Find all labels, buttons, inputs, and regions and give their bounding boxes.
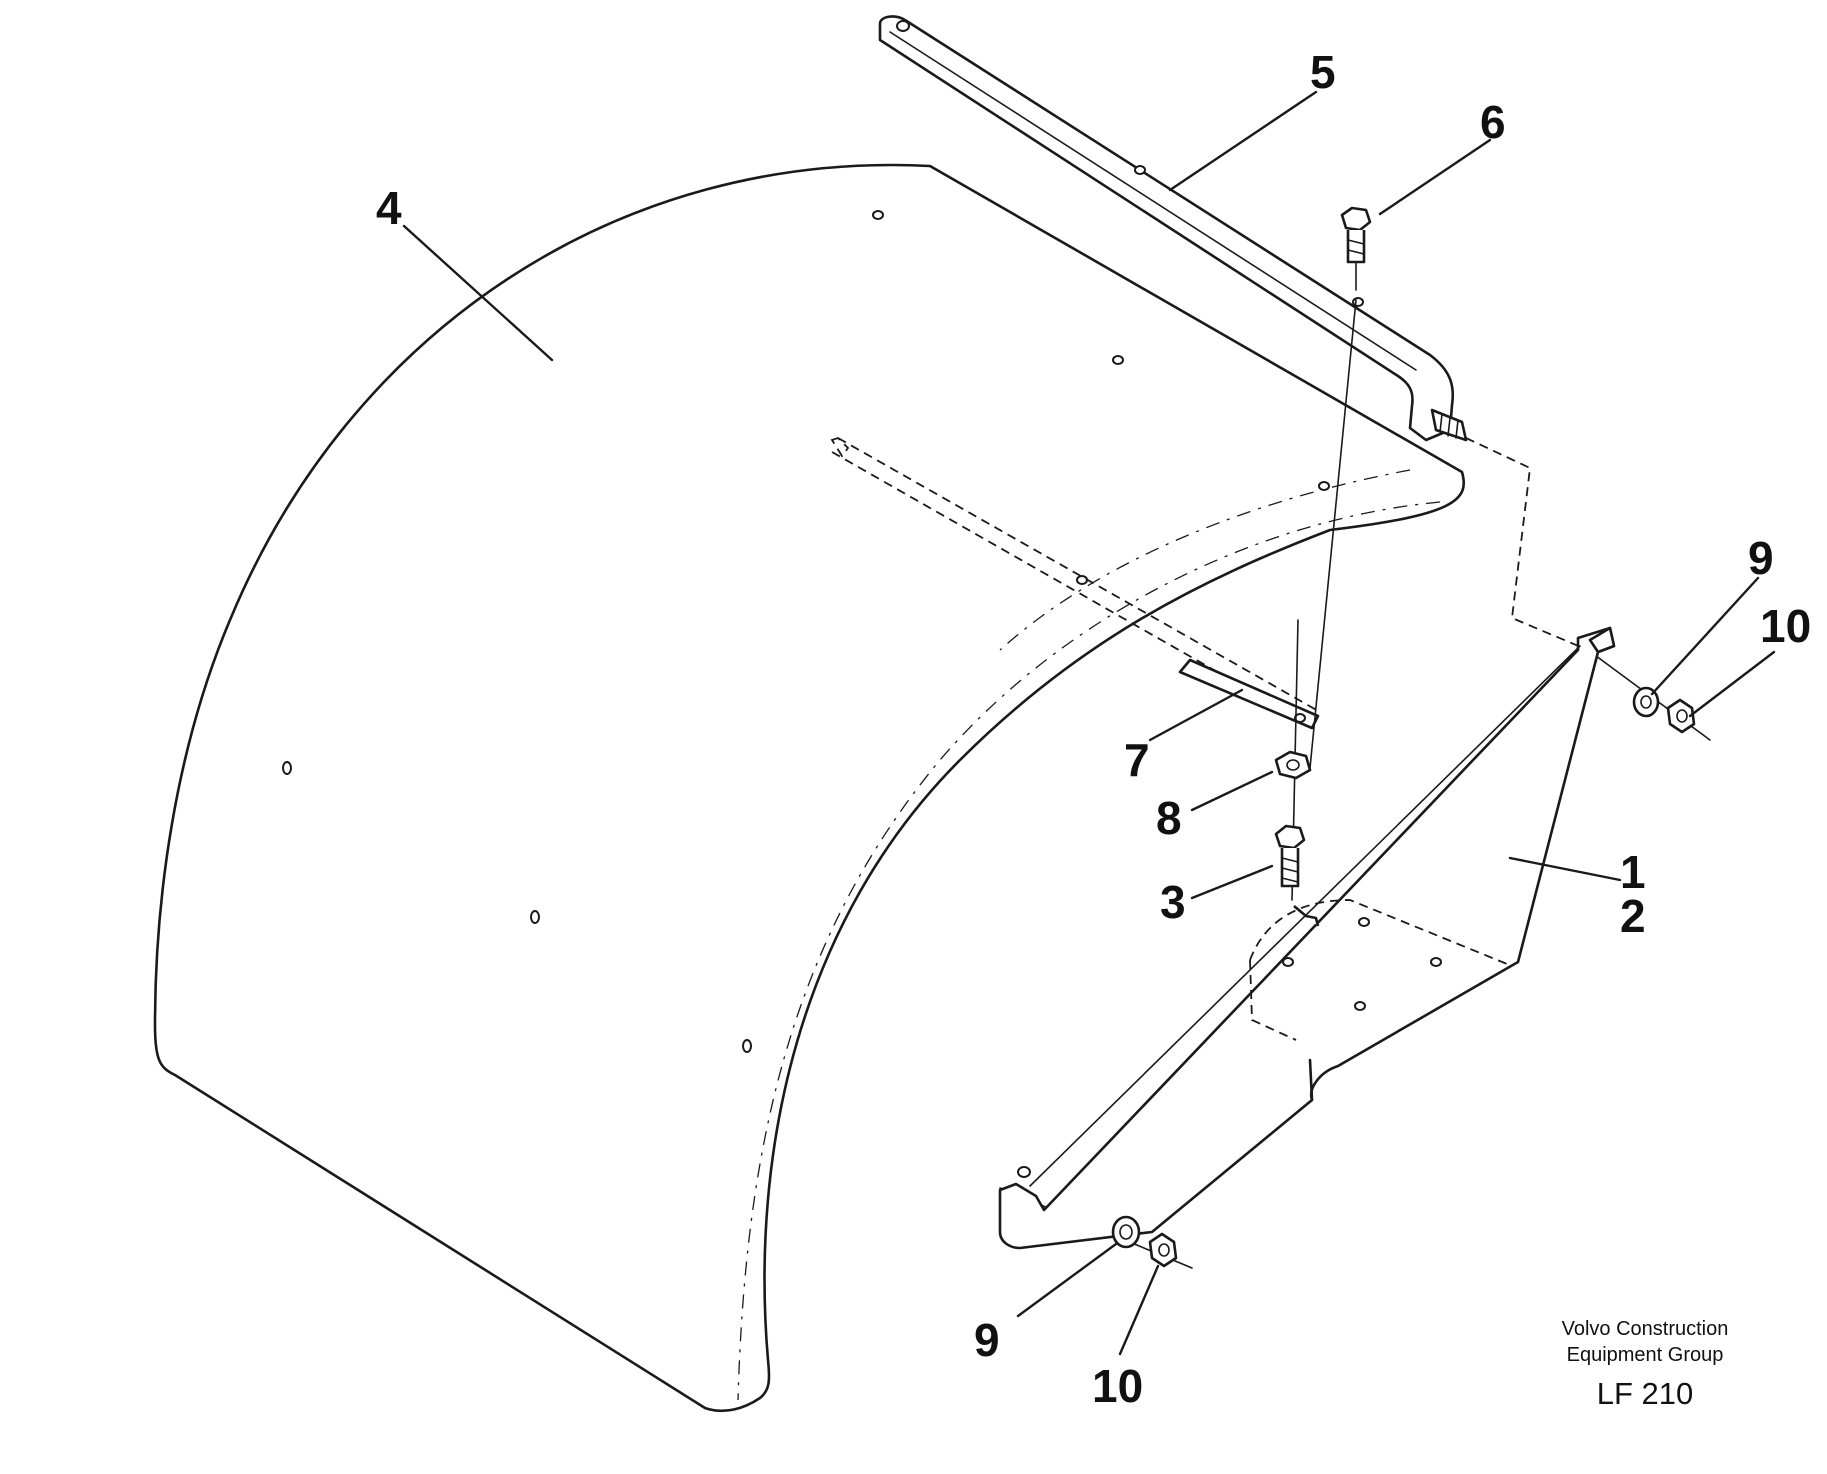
callout-5: 5 xyxy=(1310,46,1336,98)
drawing-code: LF 210 xyxy=(1596,1376,1694,1411)
callout-1: 1 xyxy=(1620,846,1646,898)
callout-6: 6 xyxy=(1480,96,1506,148)
callout-10-upper: 10 xyxy=(1760,600,1811,652)
callout-9-lower: 9 xyxy=(974,1314,1000,1366)
callout-7: 7 xyxy=(1124,734,1150,786)
callout-4: 4 xyxy=(376,182,402,234)
callout-3: 3 xyxy=(1160,876,1186,928)
publisher-name-line-1: Volvo Construction xyxy=(1561,1318,1729,1340)
washer-nut-upper-parts-9-10 xyxy=(1632,686,1696,734)
callout-8: 8 xyxy=(1156,792,1182,844)
bracket-bar-part-5 xyxy=(878,15,1468,442)
stay-strip-part-7 xyxy=(830,436,1321,730)
callout-labels: 1 2 3 4 5 6 7 8 9 10 9 10 xyxy=(376,46,1811,1412)
callout-10-lower: 10 xyxy=(1092,1360,1143,1412)
nut-part-8 xyxy=(1274,750,1312,780)
callout-9-upper: 9 xyxy=(1748,532,1774,584)
washer-nut-lower-parts-9-10 xyxy=(1111,1215,1178,1268)
support-bracket-parts-1-2 xyxy=(998,626,1616,1250)
bolt-part-3 xyxy=(1274,824,1306,888)
fender-part-4 xyxy=(153,163,1466,1413)
callout-2: 2 xyxy=(1620,890,1646,942)
bolt-part-6 xyxy=(1340,206,1372,291)
assembly-guide-lines xyxy=(999,299,1711,1269)
publisher-name-line-2: Equipment Group xyxy=(1566,1344,1724,1366)
leader-lines xyxy=(402,90,1776,1356)
